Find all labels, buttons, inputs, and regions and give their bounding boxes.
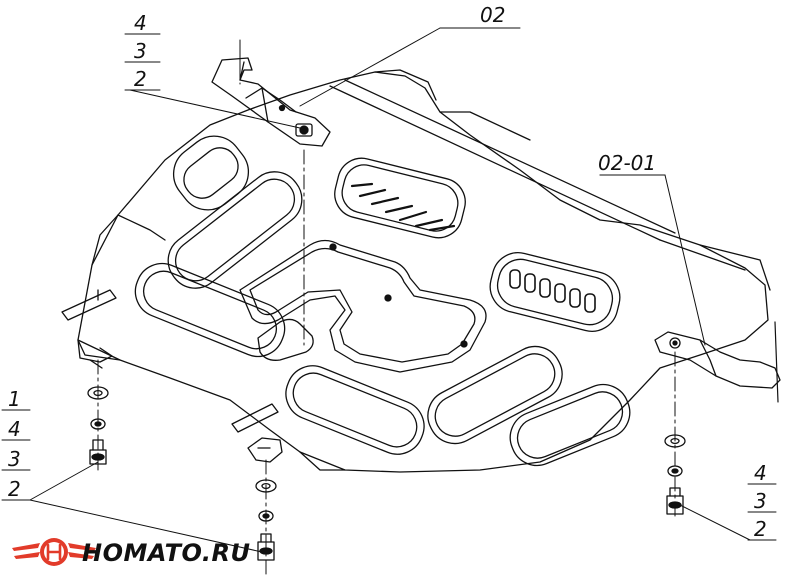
brand-logo-text: HOMATO.RU [82, 539, 250, 567]
callout-bottom-right: 4 3 2 [747, 461, 777, 541]
callout-top-center: 02 [439, 3, 521, 29]
skid-plate-outline [77, 69, 771, 473]
winged-logo-icon [12, 538, 96, 566]
callout-top-center-label: 02 [480, 3, 505, 27]
callout-top-left-3: 2 [134, 67, 147, 91]
callout-top-left-1: 4 [134, 11, 147, 35]
callout-top-left: 4 3 2 [124, 11, 161, 91]
callout-bottom-left-3: 3 [8, 447, 21, 471]
bracket-right [654, 321, 781, 403]
callout-right-bracket: 02-01 [598, 151, 666, 176]
vent-panel-upper [334, 157, 466, 239]
fastener-stack-center [255, 479, 277, 561]
callout-bottom-right-3: 2 [754, 517, 767, 541]
callout-bottom-left-2: 4 [8, 417, 21, 441]
left-mount-bracket [77, 339, 113, 369]
fastener-stack-right [664, 434, 686, 515]
callout-bottom-right-2: 3 [754, 489, 767, 513]
brand-logo: HOMATO.RU [12, 538, 250, 567]
bracket-top [211, 47, 331, 147]
vent-panel-lower [489, 252, 621, 332]
callout-right-bracket-label: 02-01 [598, 151, 656, 175]
fastener-stack-left [87, 386, 109, 465]
edge-lines [329, 79, 746, 271]
callout-bottom-left-1: 1 [8, 387, 21, 411]
callout-bottom-right-1: 4 [754, 461, 767, 485]
callout-top-left-2: 3 [134, 39, 147, 63]
callout-bottom-left-4: 2 [8, 477, 21, 501]
left-tab-upper [61, 289, 117, 321]
mount-holes [278, 104, 468, 348]
callout-bottom-left: 1 4 3 2 [1, 387, 31, 501]
leader-lines [29, 27, 751, 553]
bottom-tab [231, 403, 283, 463]
embossed-panels [134, 135, 631, 467]
axis-lines [97, 39, 676, 579]
